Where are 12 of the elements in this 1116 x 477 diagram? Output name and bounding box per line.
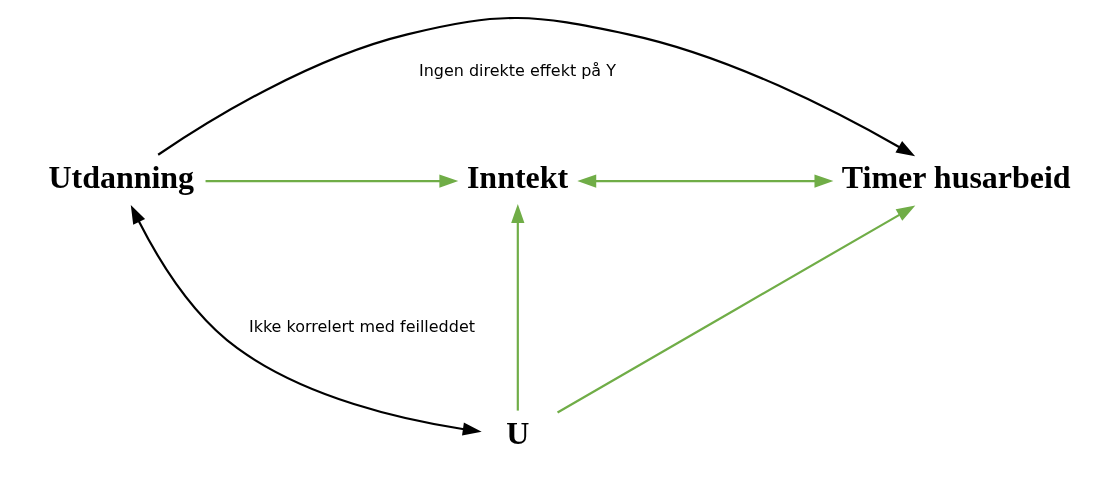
arrow xyxy=(510,203,524,411)
edge-label: Ingen direkte effekt på Y xyxy=(418,61,616,81)
node-text: Utdanning xyxy=(47,159,194,195)
arrow xyxy=(130,204,482,436)
arrow xyxy=(556,205,915,414)
edge-label: Ikke korrelert med feilleddet xyxy=(248,316,475,336)
node-text: Timer husarbeid xyxy=(841,159,1071,195)
node-text: U xyxy=(505,415,529,451)
arrow xyxy=(205,174,458,188)
arrow xyxy=(157,16,915,157)
arrow xyxy=(576,174,833,188)
node-text: Inntekt xyxy=(466,159,568,195)
